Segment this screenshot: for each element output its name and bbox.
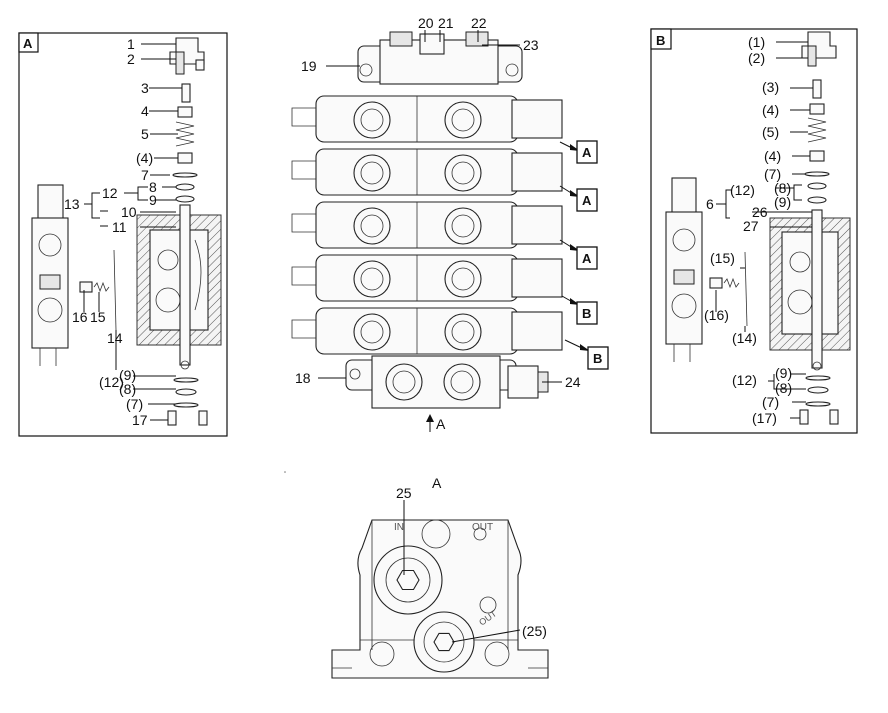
callout-9b: (9)	[119, 367, 136, 383]
callout-r1: (1)	[748, 34, 765, 50]
callout-4b: (4)	[136, 150, 153, 166]
right-detail-panel: B (1) (2) (3) (4)	[650, 28, 858, 434]
callout-3: 3	[141, 80, 149, 96]
callout-r27: 27	[743, 218, 759, 234]
callout-r7b: (7)	[762, 394, 779, 410]
port-out-label: OUT	[472, 522, 493, 533]
left-panel-tag: A	[23, 36, 33, 51]
callout-8b: (8)	[119, 381, 136, 397]
callout-r6: 6	[706, 196, 714, 212]
callout-r7: (7)	[764, 166, 781, 182]
section-5	[291, 307, 563, 355]
valve-sections	[291, 95, 563, 355]
callout-r9b: (9)	[775, 365, 792, 381]
callout-r12b: (12)	[732, 372, 757, 388]
callout-25b: (25)	[522, 623, 547, 639]
arrow-label-a: A	[436, 416, 446, 432]
section-1	[291, 95, 563, 143]
callout-r17: (17)	[752, 410, 777, 426]
callout-12: 12	[102, 185, 118, 201]
callout-r12: (12)	[730, 182, 755, 198]
callout-8: 8	[149, 179, 157, 195]
section-4	[291, 254, 563, 302]
callout-20: 20	[418, 15, 434, 31]
callout-18: 18	[295, 370, 311, 386]
callout-17: 17	[132, 412, 148, 428]
callout-14: 14	[107, 330, 123, 346]
callout-19: 19	[301, 58, 317, 74]
callout-2: 2	[127, 51, 135, 67]
callout-5: 5	[141, 126, 149, 142]
right-panel-tag: B	[656, 33, 665, 48]
callout-9: 9	[149, 192, 157, 208]
callout-r8b: (8)	[775, 380, 792, 396]
callout-r8: (8)	[774, 180, 791, 196]
callout-7b: (7)	[126, 396, 143, 412]
callout-12b: (12)	[99, 374, 124, 390]
callout-22: 22	[471, 15, 487, 31]
section-2	[291, 148, 563, 196]
callout-21: 21	[438, 15, 454, 31]
callout-r16: (16)	[704, 307, 729, 323]
section-tag-2: A	[582, 193, 592, 208]
callout-1: 1	[127, 36, 135, 52]
callout-23: 23	[523, 37, 539, 53]
callout-r2: (2)	[748, 50, 765, 66]
callout-13: 13	[64, 196, 80, 212]
bottom-view-a: A IN OUT OUT 25 (25)	[284, 471, 549, 679]
callout-16: 16	[72, 309, 88, 325]
callout-7: 7	[141, 167, 149, 183]
left-detail-panel: A	[18, 32, 228, 437]
callout-11: 11	[112, 219, 127, 235]
callout-r9: (9)	[774, 194, 791, 210]
section-tag-5: B	[593, 351, 602, 366]
callout-r4b: (4)	[764, 148, 781, 164]
bottom-view-title: A	[432, 475, 442, 491]
callout-15: 15	[90, 309, 106, 325]
port-in-label: IN	[394, 522, 404, 533]
callout-r26: 26	[752, 204, 768, 220]
callout-r14: (14)	[732, 330, 757, 346]
callout-r4: (4)	[762, 102, 779, 118]
section-tag-4: B	[582, 306, 591, 321]
section-tags: A A A B B	[559, 140, 609, 370]
valve-assembly: A 20 21 22 19 23 18 24 A A A B B	[291, 15, 609, 432]
callout-r5: (5)	[762, 124, 779, 140]
section-3	[291, 201, 563, 249]
callout-24: 24	[565, 374, 581, 390]
section-tag-1: A	[582, 145, 592, 160]
callout-r3: (3)	[762, 79, 779, 95]
section-tag-3: A	[582, 251, 592, 266]
callout-25: 25	[396, 485, 412, 501]
callout-10: 10	[121, 204, 137, 220]
callout-r15: (15)	[710, 250, 735, 266]
callout-4: 4	[141, 103, 149, 119]
